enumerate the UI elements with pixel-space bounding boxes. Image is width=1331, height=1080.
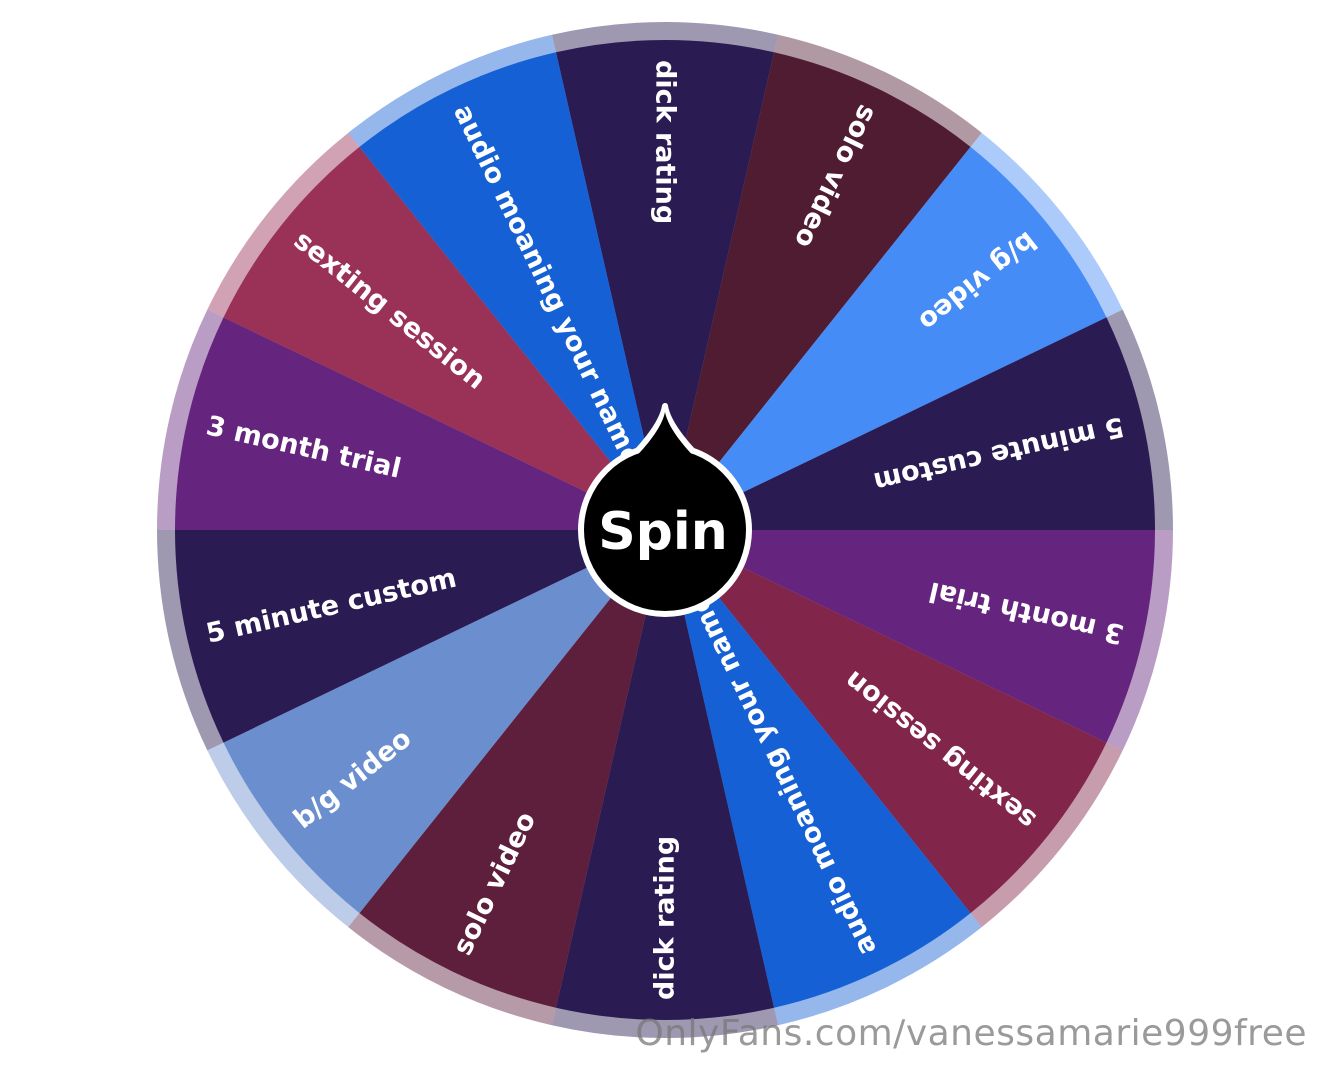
wheel-segment[interactable] [175, 530, 665, 743]
wheel-segment[interactable] [223, 146, 665, 530]
wheel-segment[interactable] [665, 530, 1155, 743]
wheel-segment[interactable] [175, 317, 665, 530]
wheel-segment[interactable] [555, 40, 775, 530]
wheel-segment[interactable] [665, 146, 1107, 530]
pointer-cover [626, 412, 704, 466]
wheel-segment[interactable] [665, 530, 1107, 914]
watermark-text: OnlyFans.com/vanessamarie999free [635, 1013, 1307, 1054]
wheel-segment-label: dick rating [650, 60, 681, 224]
wheel-segment[interactable] [359, 530, 665, 1008]
wheel-segment[interactable] [359, 52, 665, 530]
wheel-segment[interactable] [665, 52, 971, 530]
spin-button-label: Spin [598, 502, 728, 562]
wheel-segment[interactable] [665, 530, 971, 1008]
wheel-segment[interactable] [665, 317, 1155, 530]
wheel-segments[interactable] [175, 40, 1155, 1020]
spin-button[interactable]: Spin [578, 403, 752, 617]
wheel-segment-label: dick rating [650, 836, 681, 1000]
wheel-segment[interactable] [555, 530, 775, 1020]
wheel-segment[interactable] [223, 530, 665, 914]
